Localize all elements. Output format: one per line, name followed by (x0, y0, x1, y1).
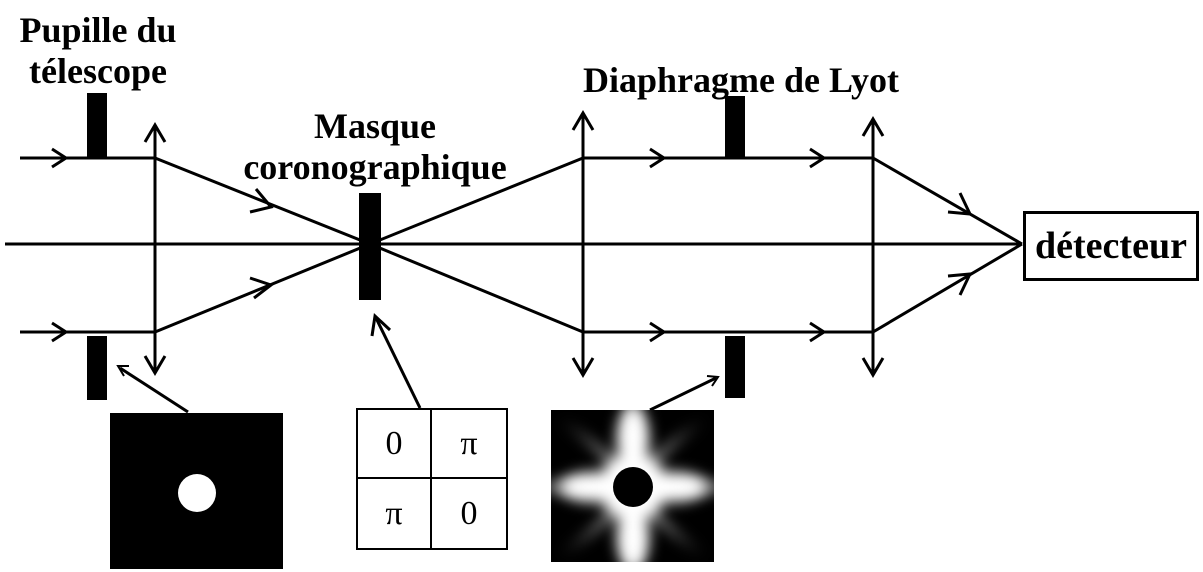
ray-arrow (809, 147, 827, 169)
phase-cell-top-right: π (432, 410, 506, 479)
ray-arrow (249, 276, 275, 300)
pupil-stop-top (87, 93, 107, 159)
mask-label: Masque coronographique (205, 108, 545, 185)
ray-arrow (809, 321, 827, 343)
coronagraph-mask (359, 193, 381, 300)
pupil-image (110, 413, 283, 569)
ray-arrow (947, 192, 973, 216)
lens-2 (571, 110, 595, 378)
lenses (143, 110, 885, 378)
lyot-stop-top (725, 96, 745, 159)
mask-label-line1: Masque (313, 106, 436, 146)
lyot-label: Diaphragme de Lyot (582, 60, 899, 100)
ray-arrow (51, 321, 69, 343)
light-rays (20, 156, 1023, 334)
lyot-central-dark-spot (613, 467, 653, 507)
phase-cell-top-left: 0 (358, 410, 432, 479)
top-ray (20, 156, 1023, 246)
bottom-ray (20, 242, 1023, 334)
pointer-arrows (116, 312, 720, 414)
detector-label: détecteur (1035, 225, 1187, 267)
phase-cell-bottom-left: π (358, 479, 432, 548)
ray-arrow (649, 147, 667, 169)
lens-3 (861, 116, 885, 378)
ray-arrow (649, 321, 667, 343)
ray-arrow (947, 272, 973, 296)
phase-cell-bottom-right: 0 (460, 494, 478, 532)
lyot-stop-bottom (725, 336, 745, 398)
phase-mask-grid: 0 π π 0 (356, 408, 508, 550)
ray-arrow (51, 147, 69, 169)
pupil-label-line1: Pupille du (19, 10, 177, 50)
pupil-label: Pupille du télescope (8, 12, 188, 89)
pupil-stop-bottom (87, 336, 107, 400)
lens-1 (143, 122, 167, 376)
mask-label-line2: coronographique (243, 147, 507, 187)
detector-box: détecteur (1023, 211, 1199, 281)
pupil-aperture (178, 474, 216, 512)
ray-arrow (249, 188, 274, 214)
ray-arrows (51, 147, 973, 343)
pupil-label-line2: télescope (29, 51, 167, 91)
lyot-plane-image (551, 410, 714, 562)
